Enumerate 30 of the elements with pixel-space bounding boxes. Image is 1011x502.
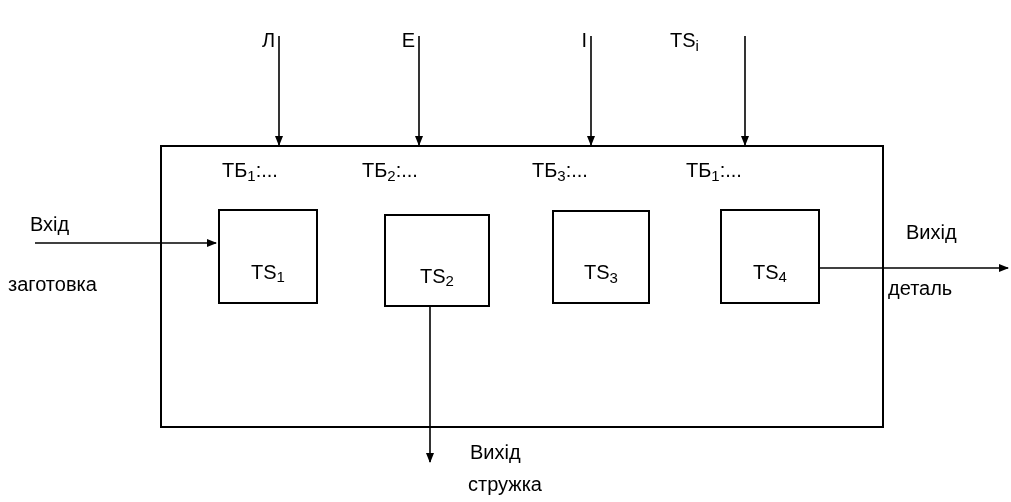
arrow: [275, 35, 283, 146]
arrow: [34, 239, 217, 247]
subsystem-label: TS$_{3}$: [584, 262, 618, 282]
arrow: [415, 35, 423, 146]
input-label: Л: [261, 30, 275, 50]
arrow: [741, 35, 749, 146]
subsystem-label: TS$_{4}$: [753, 261, 787, 282]
input-label: E: [401, 30, 415, 50]
text-label: стружка: [468, 474, 542, 494]
text-label: Вихід: [470, 442, 521, 462]
text-label: ТБ$_{1}$:...: [686, 160, 742, 180]
subsystem-label: TS$_{2}$: [420, 265, 454, 286]
system-box: [160, 145, 884, 428]
arrow: [426, 304, 434, 463]
input-label: Вхід: [30, 214, 70, 234]
text-label: ТБ$_{3}$:...: [532, 160, 588, 180]
input-label: TS$_{i}$: [670, 30, 699, 50]
text-label: заготовка: [8, 274, 97, 294]
arrow: [817, 264, 1009, 272]
text-label: ТБ$_{1}$:...: [222, 160, 278, 180]
subsystem-label: TS$_{1}$: [251, 261, 285, 282]
subsystem-box: [720, 209, 820, 304]
subsystem-box: [552, 210, 650, 304]
arrow: [587, 35, 595, 146]
subsystem-box: [384, 214, 490, 307]
text-label: ТБ$_{2}$:...: [362, 160, 418, 180]
input-label: I: [581, 30, 587, 50]
subsystem-box: [218, 209, 318, 304]
text-label: деталь: [888, 278, 953, 298]
text-label: Вихід: [906, 222, 957, 242]
